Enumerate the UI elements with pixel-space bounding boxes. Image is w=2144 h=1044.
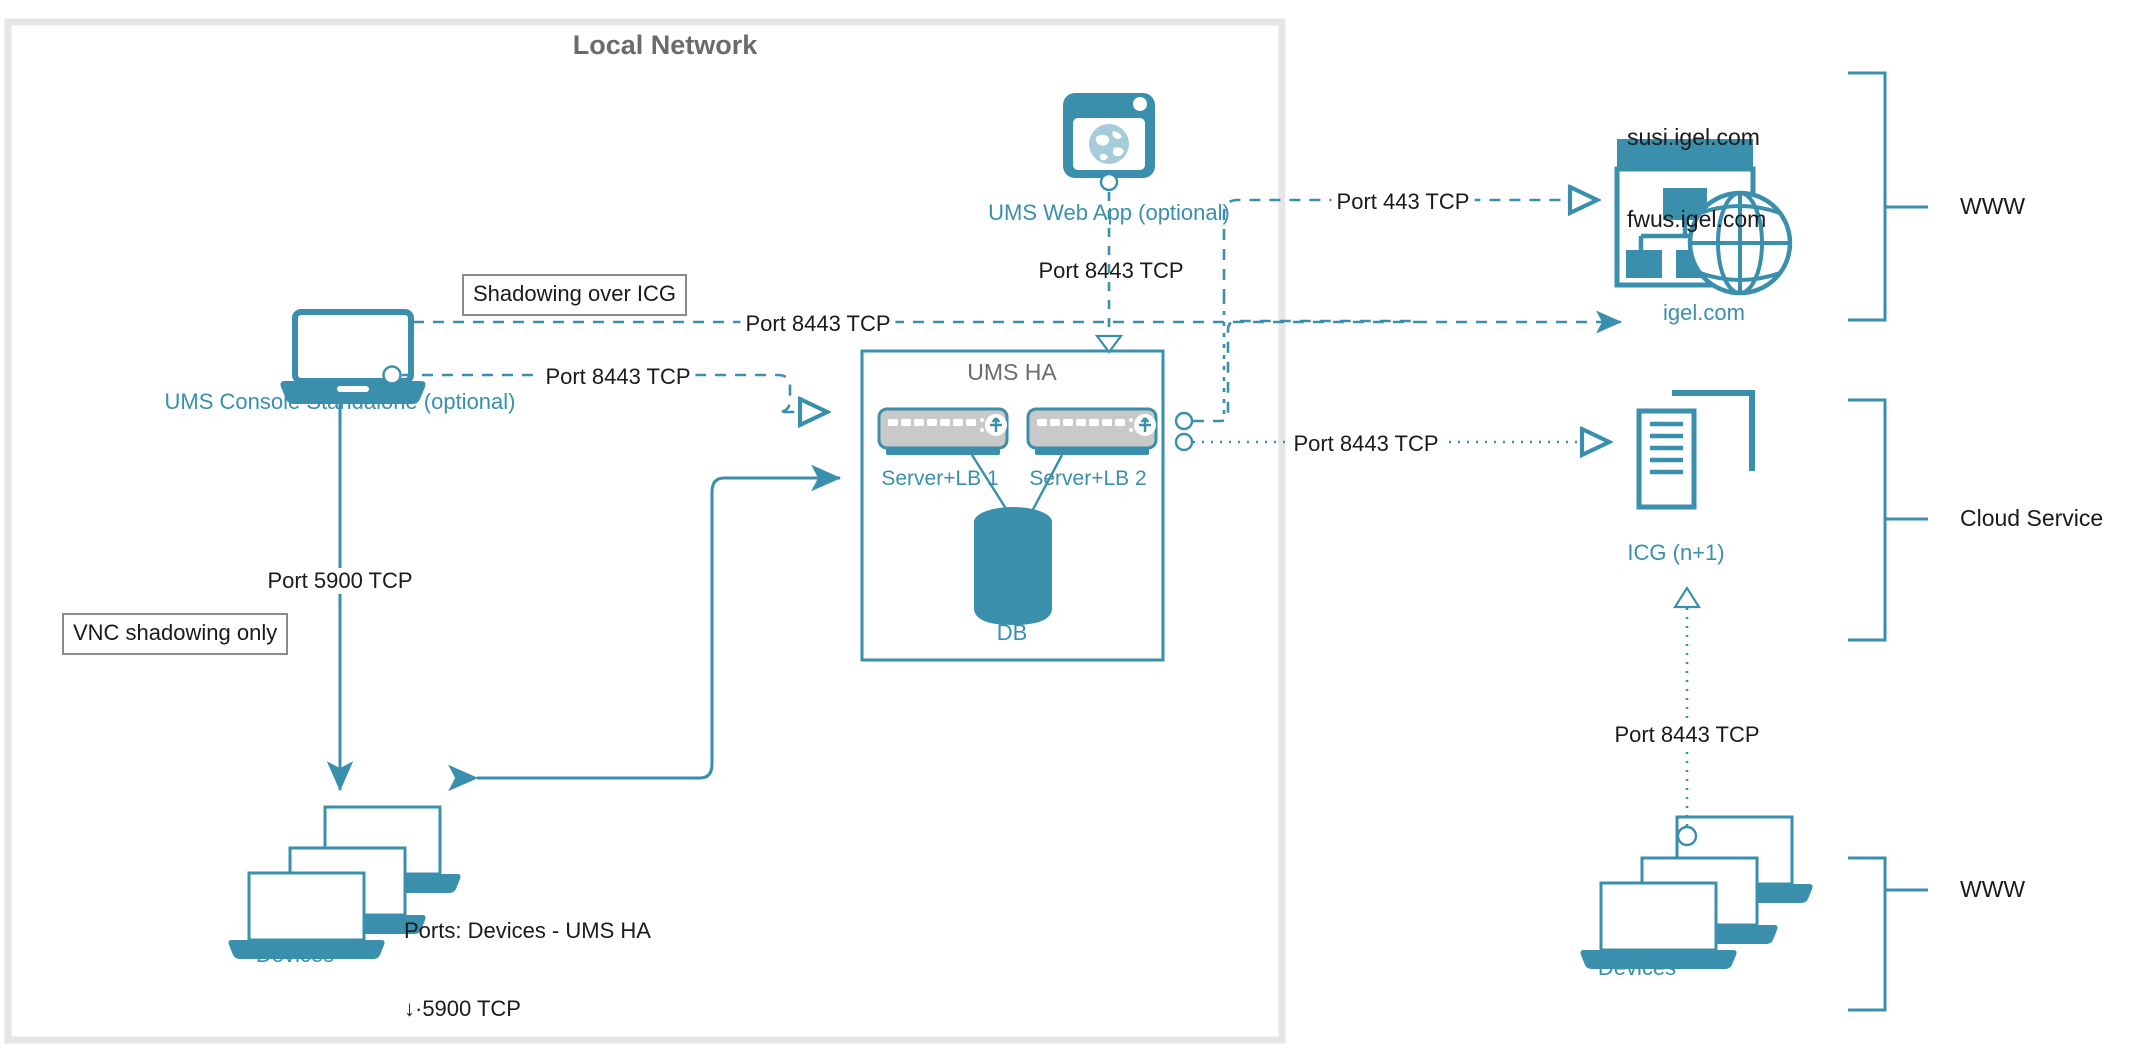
ums-web-app-label: UMS Web App (optional) [988,200,1230,225]
devices-local-label: Devices [255,942,335,967]
icg-server-icon [1636,390,1755,510]
ports-note-line-0: ↓·5900 TCP [404,995,521,1021]
label-ha-to-icg-port: Port 8443 TCP [1287,431,1445,457]
zone-label-www-bottom: WWW [1960,876,2026,902]
link-devices-to-ha [448,464,842,792]
database-cylinder-icon [974,507,1052,625]
igel-host-line-2: fwus.igel.com [1627,205,1767,232]
devices-local-icon [228,805,461,959]
link-ha-to-icg-dashed [1193,319,1416,423]
igel-com-label: igel.com [1663,300,1745,325]
label-console-to-devices-port: Port 5900 TCP [262,568,418,594]
link-webapp-to-igelcom [1158,190,1596,418]
ums-console-laptop-icon [280,309,426,404]
link-webapp-to-ha [1094,192,1124,354]
label-console-shadow-port: Port 8443 TCP [740,311,896,337]
db-label: DB [996,620,1028,645]
link-console-to-ha [402,373,826,412]
igel-host-line-1: susi.igel.com [1627,124,1760,151]
igel-com-website-icon [1614,139,1793,296]
page-title: Local Network [572,30,758,60]
server-lb-2-label: Server+LB 2 [1029,467,1147,490]
igel-hosts: susi.igel.com fwus.igel.com [1627,70,1766,287]
ha-connector-lower [1174,432,1194,452]
zone-bracket-www-top [1848,71,1928,322]
ums-web-app-icon [1063,93,1155,192]
callout-shadowing-over-icg: Shadowing over ICG [462,274,687,316]
label-webapp-to-ha-port: Port 8443 TCP [1038,258,1184,283]
label-console-to-ha-port: Port 8443 TCP [540,364,696,390]
icg-label: ICG (n+1) [1627,540,1725,565]
zone-bracket-www-bottom [1848,856,1928,1012]
label-devices-to-icg-port: Port 8443 TCP [1608,722,1766,748]
zone-label-www-top: WWW [1960,193,2026,219]
server-lb-1-icon [877,407,1012,516]
ports-note-title: Ports: Devices - UMS HA [404,917,651,943]
server-lb-1-label: Server+LB 1 [881,467,999,490]
ports-note: Ports: Devices - UMS HA ↓·5900 TCP ↓·300… [404,866,651,1044]
link-devices-to-icg [1673,585,1701,826]
ums-ha-title: UMS HA [967,359,1057,385]
ums-console-label: UMS Console Standalone (optional) [164,389,516,414]
devices-remote-label: Devices [1597,955,1677,980]
label-webapp-to-igel-port: Port 443 TCP [1331,189,1475,215]
zone-bracket-cloud-service [1848,398,1928,642]
ha-connector-upper [1174,411,1194,431]
devices-remote-icon [1580,815,1813,969]
callout-vnc-shadowing-only: VNC shadowing only [62,613,289,655]
server-lb-2-icon [1026,407,1158,516]
zone-label-cloud-service: Cloud Service [1960,505,2104,531]
